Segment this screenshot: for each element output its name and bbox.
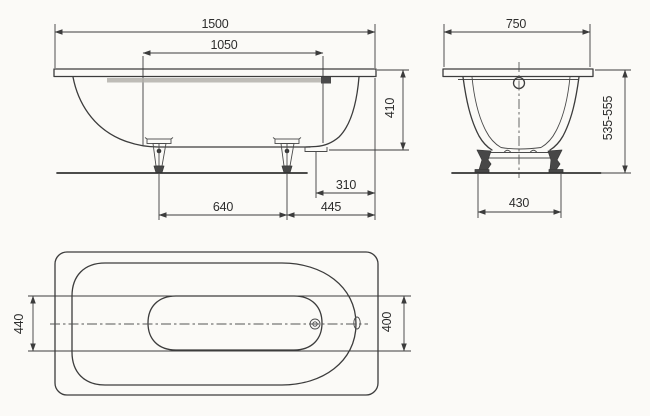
rim-underside-shading bbox=[107, 78, 323, 83]
tub-foot-right bbox=[272, 137, 302, 173]
end-view-cross-section: 750 535-555 430 bbox=[442, 17, 631, 218]
side-view-elevation: 1500 1050 410 310 640 445 bbox=[53, 17, 409, 220]
wall-outer-left bbox=[462, 76, 493, 151]
tub-wall-left-and-bottom bbox=[72, 76, 311, 148]
bathtub-end-profile bbox=[442, 68, 594, 151]
dim-overall-width: 750 bbox=[443, 17, 591, 35]
dim-end-foot-spacing: 430 bbox=[477, 196, 562, 215]
rim-outer-edge-plan bbox=[54, 251, 379, 396]
dim-label-depth: 410 bbox=[383, 98, 397, 119]
end-foot-right bbox=[547, 149, 563, 171]
dim-label-floor-width-left: 440 bbox=[12, 314, 26, 335]
wall-inner-right bbox=[540, 76, 571, 148]
dim-foot-spacing: 640 bbox=[158, 200, 288, 218]
tub-rim-end bbox=[442, 68, 594, 78]
tub-foot-left bbox=[144, 137, 174, 173]
dim-floor-width-left: 440 bbox=[12, 295, 36, 352]
tub-floor-plan bbox=[147, 295, 323, 351]
bathtub-side-profile bbox=[53, 68, 377, 152]
dim-label-drain-to-end: 310 bbox=[336, 178, 357, 192]
overflow-icon-plan bbox=[353, 316, 361, 330]
dim-label-floor-length: 1050 bbox=[210, 38, 237, 52]
dim-label-end-foot-spacing: 430 bbox=[509, 196, 530, 210]
dim-depth: 410 bbox=[383, 69, 406, 151]
wall-outer-right bbox=[549, 76, 580, 151]
dim-floor-length: 1050 bbox=[142, 38, 324, 56]
dim-label-foot-to-end: 445 bbox=[321, 200, 342, 214]
dim-label-foot-spacing: 640 bbox=[213, 200, 234, 214]
dim-overall-length: 1500 bbox=[54, 17, 376, 35]
dim-label-overall-length: 1500 bbox=[201, 17, 228, 31]
rim-shading-end-cap bbox=[321, 77, 331, 84]
tub-bottom-inner bbox=[500, 147, 542, 150]
dim-label-overall-height: 535-555 bbox=[601, 96, 615, 141]
rim-inner-edge-plan bbox=[71, 262, 357, 386]
dim-foot-to-end: 445 bbox=[286, 200, 376, 218]
drain-outlet-side bbox=[304, 147, 328, 152]
wall-inner-left bbox=[471, 76, 502, 148]
bathtub-plan-outline bbox=[54, 251, 379, 396]
end-foot-left bbox=[476, 149, 492, 171]
tub-wall-right bbox=[305, 76, 360, 148]
dim-floor-width-right: 400 bbox=[380, 295, 407, 352]
plan-view-top: 440 400 bbox=[12, 251, 411, 396]
tub-rim-side bbox=[53, 68, 377, 78]
dim-drain-to-end: 310 bbox=[315, 178, 376, 196]
dim-overall-height: 535-555 bbox=[601, 69, 628, 174]
dim-label-floor-width-right: 400 bbox=[380, 312, 394, 333]
dim-label-overall-width: 750 bbox=[506, 17, 527, 31]
support-cradle bbox=[474, 149, 564, 174]
cradle-clips bbox=[503, 149, 538, 153]
